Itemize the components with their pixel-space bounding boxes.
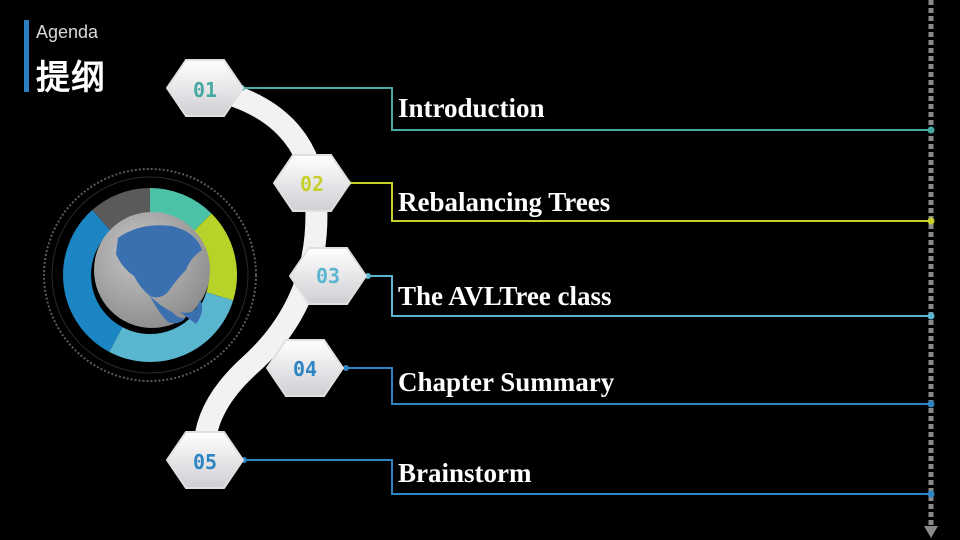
item-number-04: 04 [292,357,318,381]
hexagon-05 [165,431,245,489]
item-title-rebalancing-trees[interactable]: Rebalancing Trees [398,187,611,217]
continent-shape [116,225,202,298]
page-title: 提纲 [36,59,106,97]
hexagon-02 [272,154,352,212]
connector-03 [368,275,931,317]
globe-donut [43,168,257,382]
item-title-brainstorm[interactable]: Brainstorm [398,458,532,488]
connector-05 [244,459,931,495]
connector-02 [348,182,931,222]
item-title-introduction[interactable]: Introduction [398,93,545,123]
down-arrow-icon [924,526,938,538]
donut-segment-gray [92,188,151,232]
donut-segment-blue [63,210,123,352]
hexagon-01 [165,59,245,117]
connector-01 [242,87,931,131]
donut-segment-light-blue [109,291,234,362]
item-title-avltree-class[interactable]: The AVLTree class [398,281,612,311]
donut-segment-lime [191,213,237,301]
item-title-chapter-summary[interactable]: Chapter Summary [398,367,615,397]
hexagon-03 [288,247,368,305]
connector-04 [346,367,931,405]
connector-lines [242,87,931,495]
donut-segment-teal [149,188,212,234]
accent-bar [24,20,29,92]
item-number-02: 02 [299,172,325,196]
agenda-label: Agenda [36,22,99,42]
item-number-03: 03 [315,264,341,288]
hexagon-04 [265,339,345,397]
donut-outer-ring [43,168,257,382]
item-number-01: 01 [192,78,218,102]
item-number-05: 05 [192,450,218,474]
